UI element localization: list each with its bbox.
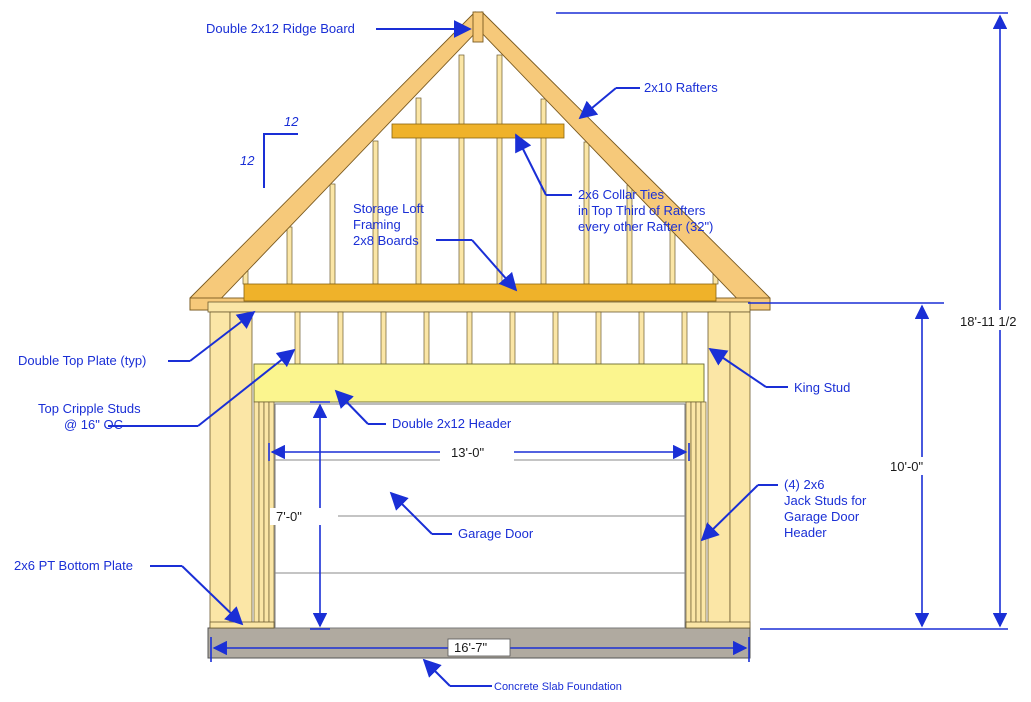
dim-wall-height: 10'-0": [748, 302, 1008, 630]
svg-text:Framing: Framing: [353, 217, 401, 232]
svg-text:Top Cripple Studs: Top Cripple Studs: [38, 401, 141, 416]
storage-loft-framing: [243, 283, 717, 302]
stud: [286, 226, 293, 285]
ridge-board: [472, 11, 484, 43]
jack-studs-right: [685, 401, 707, 629]
double-top-plate: [207, 301, 751, 313]
stud: [509, 311, 516, 365]
svg-text:Jack Studs for: Jack Studs for: [784, 493, 867, 508]
stud: [595, 311, 602, 365]
svg-text:in Top Third of Rafters: in Top Third of Rafters: [578, 203, 706, 218]
collar-tie: [391, 123, 565, 139]
dim-total-height: 18'-11 1/2: [556, 12, 1031, 628]
top-cripple-studs: [294, 311, 688, 365]
svg-text:Double 2x12 Ridge Board: Double 2x12 Ridge Board: [206, 21, 355, 36]
svg-text:Double Top Plate (typ): Double Top Plate (typ): [18, 353, 146, 368]
stud: [380, 311, 387, 365]
stud: [337, 311, 344, 365]
stud: [458, 54, 465, 285]
svg-text:2x10 Rafters: 2x10 Rafters: [644, 80, 718, 95]
dim-total-height-text: 18'-11 1/2: [960, 314, 1016, 329]
left-king-stud: [229, 311, 253, 629]
svg-text:2x8 Boards: 2x8 Boards: [353, 233, 419, 248]
svg-text:Header: Header: [784, 525, 827, 540]
label-ridge-board: Double 2x12 Ridge Board: [206, 20, 472, 38]
bottom-plate: [685, 621, 751, 629]
label-header: Double 2x12 Header: [334, 389, 512, 431]
pitch-run: 12: [284, 114, 299, 129]
stud: [466, 311, 473, 365]
stud: [329, 183, 336, 285]
dim-wall-height-text: 10'-0": [890, 459, 924, 474]
label-cripple-studs: Top Cripple Studs @ 16" OC: [38, 348, 296, 432]
dim-door-width-text: 13'-0": [451, 445, 485, 460]
label-storage-loft: Storage Loft Framing 2x8 Boards: [353, 201, 518, 292]
svg-text:@ 16" OC: @ 16" OC: [64, 417, 123, 432]
svg-text:every other Rafter (32"): every other Rafter (32"): [578, 219, 713, 234]
label-jack-studs: (4) 2x6 Jack Studs for Garage Door Heade…: [700, 477, 867, 542]
stud: [423, 311, 430, 365]
stud: [681, 311, 688, 365]
dim-building-width: 16'-7": [210, 637, 750, 662]
svg-text:(4) 2x6: (4) 2x6: [784, 477, 824, 492]
label-rafters: 2x10 Rafters: [578, 80, 718, 120]
label-slab: Concrete Slab Foundation: [422, 658, 622, 693]
stud: [496, 54, 503, 285]
roof-pitch-symbol: 12 12: [240, 114, 299, 188]
label-top-plate: Double Top Plate (typ): [18, 310, 256, 368]
garage-header: [253, 363, 705, 403]
dim-building-width-text: 16'-7": [454, 640, 488, 655]
svg-text:2x6 PT Bottom Plate: 2x6 PT Bottom Plate: [14, 558, 133, 573]
svg-text:Concrete Slab Foundation: Concrete Slab Foundation: [494, 681, 622, 693]
stud: [552, 311, 559, 365]
label-garage-door: Garage Door: [389, 491, 534, 541]
left-corner-studs: [209, 311, 231, 629]
label-king-stud: King Stud: [708, 347, 850, 395]
svg-text:Garage Door: Garage Door: [458, 526, 534, 541]
dim-door-height-text: 7'-0": [276, 509, 302, 524]
svg-text:Double 2x12 Header: Double 2x12 Header: [392, 416, 512, 431]
svg-text:Garage Door: Garage Door: [784, 509, 860, 524]
svg-text:King Stud: King Stud: [794, 380, 850, 395]
stud: [294, 311, 301, 365]
stud: [638, 311, 645, 365]
stud: [669, 227, 676, 285]
svg-text:Storage Loft: Storage Loft: [353, 201, 424, 216]
pitch-rise: 12: [240, 153, 255, 168]
right-rafter: [476, 11, 771, 311]
label-bottom-plate: 2x6 PT Bottom Plate: [14, 558, 244, 626]
label-collar-ties: 2x6 Collar Ties in Top Third of Rafters …: [515, 133, 713, 234]
right-corner-studs: [729, 311, 751, 629]
svg-text:2x6 Collar Ties: 2x6 Collar Ties: [578, 187, 664, 202]
dim-door-height: 7'-0": [270, 401, 338, 630]
dim-door-width: 13'-0": [268, 443, 690, 461]
